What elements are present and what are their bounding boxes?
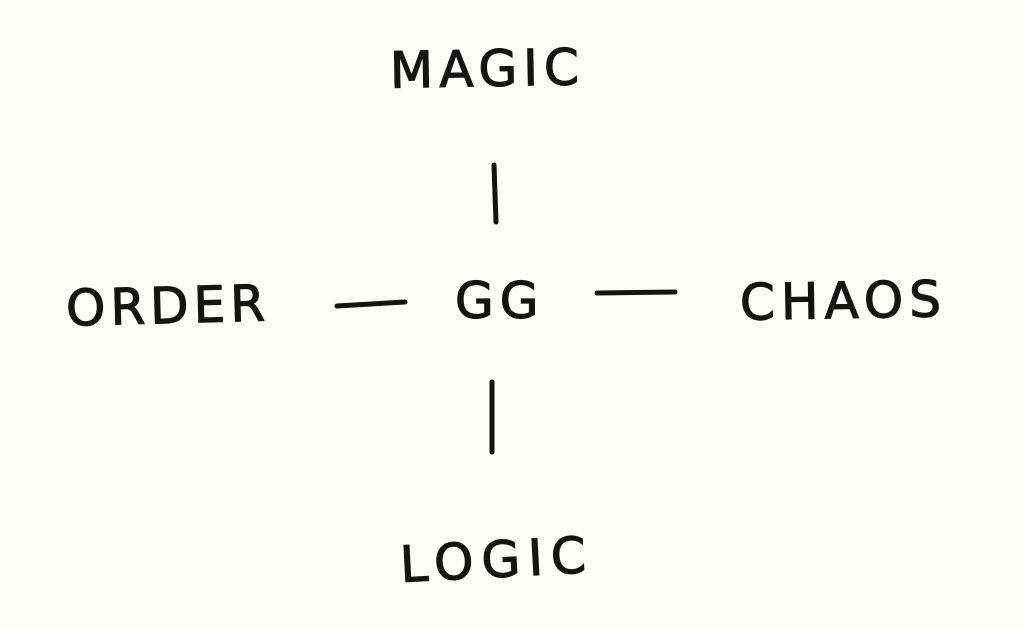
edge-gg-magic (491, 162, 499, 225)
node-magic: MAGIC (389, 38, 586, 101)
edge-gg-order (334, 299, 408, 309)
node-logic: LOGIC (398, 525, 596, 595)
edge-gg-chaos (594, 289, 678, 296)
node-chaos: CHAOS (739, 270, 948, 333)
node-order: ORDER (65, 274, 272, 339)
node-center: GG (454, 272, 545, 330)
